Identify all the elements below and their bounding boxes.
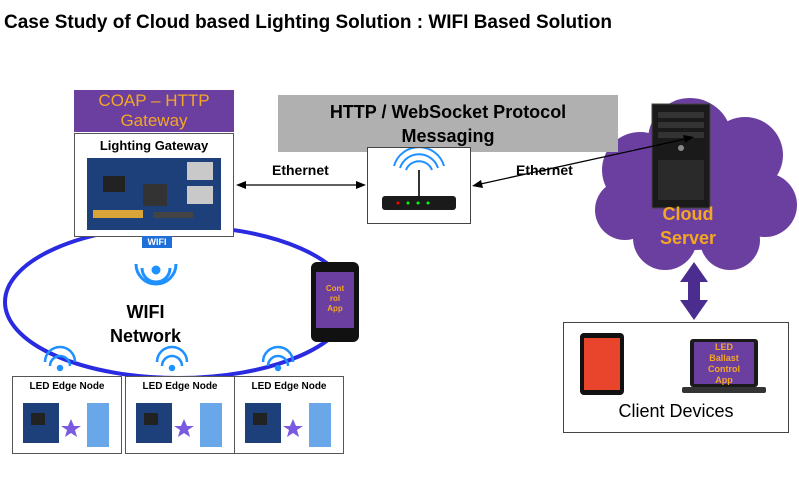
- protocol-box: HTTP / WebSocket Protocol Messaging: [278, 95, 618, 152]
- laptop-device: LED Ballast Control App: [690, 339, 758, 387]
- phone-screen: Cont rol App: [316, 272, 354, 328]
- coap-gateway-line1: COAP – HTTP: [98, 91, 210, 110]
- wifi-router: [367, 146, 471, 224]
- node-hardware-image: [136, 403, 222, 447]
- ethernet-label-left: Ethernet: [272, 162, 329, 178]
- server-tower: [651, 103, 711, 209]
- gateway-wifi-tag: WIFI: [142, 236, 172, 248]
- led-edge-node: LED Edge Node: [12, 376, 122, 454]
- wifi-network-line2: Network: [110, 326, 182, 346]
- page-title: Case Study of Cloud based Lighting Solut…: [4, 12, 612, 33]
- cloud-line1: Cloud: [662, 204, 714, 224]
- coap-gateway-label: COAP – HTTP Gateway: [74, 90, 234, 132]
- control-app-phone: Cont rol App: [311, 262, 359, 342]
- coap-gateway-line2: Gateway: [120, 111, 188, 130]
- control-app-label: Cont rol App: [325, 284, 345, 313]
- led-edge-node-label: LED Edge Node: [142, 381, 218, 392]
- lighting-gateway: Lighting Gateway: [74, 133, 234, 237]
- laptop-app-label: LED Ballast Control App: [694, 342, 754, 385]
- wifi-network-label: WIFI Network: [110, 300, 181, 348]
- router-icon: [382, 146, 456, 210]
- cloud-line2: Server: [659, 228, 717, 248]
- gateway-board-image: [87, 158, 221, 230]
- led-edge-node-label: LED Edge Node: [251, 381, 327, 392]
- client-devices: LED Ballast Control App Client Devices: [563, 322, 789, 433]
- protocol-line1: HTTP / WebSocket Protocol: [329, 102, 567, 122]
- protocol-line2: Messaging: [401, 126, 495, 146]
- ethernet-label-right: Ethernet: [516, 162, 573, 178]
- lighting-gateway-label: Lighting Gateway: [99, 138, 209, 153]
- client-devices-label: Client Devices: [618, 401, 734, 421]
- led-edge-node: LED Edge Node: [234, 376, 344, 454]
- cloud-server-label: Cloud Server: [640, 202, 736, 250]
- tablet-device: [580, 333, 624, 395]
- node-hardware-image: [245, 403, 331, 447]
- ethernet-arrow-right: [475, 137, 691, 186]
- led-edge-node: LED Edge Node: [125, 376, 235, 454]
- led-edge-node-label: LED Edge Node: [29, 381, 105, 392]
- wifi-network-line1: WIFI: [126, 302, 165, 322]
- wifi-icon: [43, 345, 295, 372]
- node-hardware-image: [23, 403, 109, 447]
- tablet-screen: [584, 338, 620, 390]
- cloud-client-arrow: [680, 262, 708, 320]
- laptop-base: [682, 387, 766, 393]
- gateway-wifi-icon: [134, 263, 178, 286]
